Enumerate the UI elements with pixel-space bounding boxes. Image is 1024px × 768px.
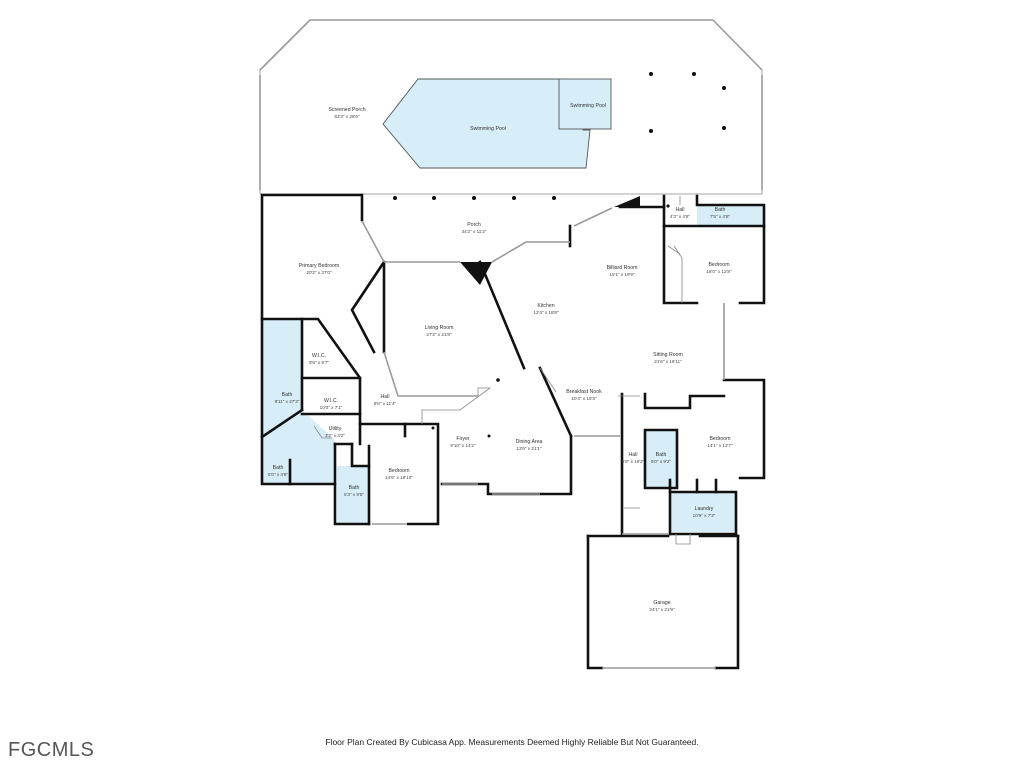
room-label: Dining Area — [516, 439, 543, 445]
room-dimension: 10'9" x 7'3" — [693, 513, 716, 518]
room-dimension: 9'6" x 9'7" — [309, 360, 329, 365]
room-dimension: 9'10" x 14'2" — [450, 443, 476, 448]
room-label: Bath — [349, 485, 360, 491]
room-label: Porch — [467, 222, 481, 228]
room-dimension: 12'4" x 18'8" — [533, 310, 559, 315]
room-dimension: 14'5" x 16'10" — [385, 475, 413, 480]
room-dimension: 7'5" x 4'8" — [710, 214, 730, 219]
room-dimension: 24'1" x 21'9" — [649, 607, 675, 612]
room-label: Foyer — [456, 436, 470, 442]
room-dimension: 5'3" x 9'5" — [344, 492, 364, 497]
details — [313, 196, 725, 669]
bath-hall-floor — [337, 466, 369, 524]
wet-areas — [262, 205, 763, 532]
room-label: W.I.C. — [312, 353, 326, 359]
room-dimension: 6'8" x 19'2" — [622, 459, 645, 464]
room-label: Billiard Room — [607, 265, 638, 271]
room-dimension: 14'1" x 13'7" — [707, 443, 733, 448]
room-label: Bedroom — [708, 262, 729, 268]
screened-porch — [259, 19, 763, 195]
room-dimension: 15'1" x 19'9" — [609, 272, 635, 277]
mls-logo: FGCMLS — [8, 739, 95, 761]
room-label: Hall — [676, 207, 685, 213]
room-label: Sitting Room — [653, 352, 683, 358]
columns — [393, 72, 726, 438]
room-label: Bedroom — [388, 468, 409, 474]
room-dimension: 9'11" x 27'3" — [275, 399, 300, 404]
room-dimension: 20'2" x 27'0" — [306, 270, 332, 275]
room-dimension: 27'2" x 21'8" — [426, 332, 452, 337]
room-label: Swimming Pool — [570, 103, 606, 109]
room-dimension: 3'2" x 3'2" — [325, 433, 345, 438]
room-label: Garage — [653, 600, 670, 606]
bath-upper-floor — [697, 205, 763, 225]
room-labels: Screened Porch 83'3" x 28'6" Swimming Po… — [268, 103, 733, 612]
room-label: Laundry — [695, 506, 714, 512]
walls — [260, 193, 766, 670]
room-label: Swimming Pool — [470, 126, 506, 132]
room-dimension: 4'3" x 4'8" — [670, 214, 690, 219]
room-dimension: 21'6" x 16'11" — [654, 359, 682, 364]
swimming-pool-spa — [558, 78, 612, 130]
room-label: Primary Bedroom — [299, 263, 339, 269]
room-label: W.I.C. — [324, 398, 338, 404]
room-dimension: 13'6" x 21'1" — [516, 446, 542, 451]
footer-disclaimer: Floor Plan Created By Cubicasa App. Meas… — [325, 737, 699, 747]
room-dimension: 16'0" x 12'8" — [706, 269, 732, 274]
room-dimension: 10'4" x 16'3" — [571, 396, 597, 401]
room-dimension: 10'0" x 7'1" — [320, 405, 343, 410]
floor-plan: Screened Porch 83'3" x 28'6" Swimming Po… — [259, 19, 766, 670]
room-dimension: 5'0" x 9'2" — [651, 459, 671, 464]
room-dimension: 44'2" x 11'2" — [462, 229, 487, 234]
room-label: Living Room — [425, 325, 454, 331]
room-label: Bedroom — [709, 436, 730, 442]
laundry-floor — [670, 492, 736, 532]
room-dimension: 5'0" x 3'8" — [268, 472, 288, 477]
room-dimension: 83'3" x 28'6" — [334, 114, 360, 119]
room-label: Hall — [381, 394, 390, 400]
room-label: Utility — [329, 426, 342, 432]
room-label: Bath — [715, 207, 726, 213]
room-label: Bath — [656, 452, 667, 458]
room-label: Bath — [273, 465, 284, 471]
bath-center-floor — [645, 430, 677, 488]
room-label: Kitchen — [537, 303, 554, 309]
room-label: Screened Porch — [328, 107, 365, 113]
room-label: Breakfast Nook — [566, 389, 602, 395]
primary-bath-floor-lower — [262, 410, 335, 484]
room-dimension: 9'8" x 11'4" — [374, 401, 397, 406]
room-label: Hall — [629, 452, 638, 458]
room-label: Bath — [282, 392, 293, 398]
